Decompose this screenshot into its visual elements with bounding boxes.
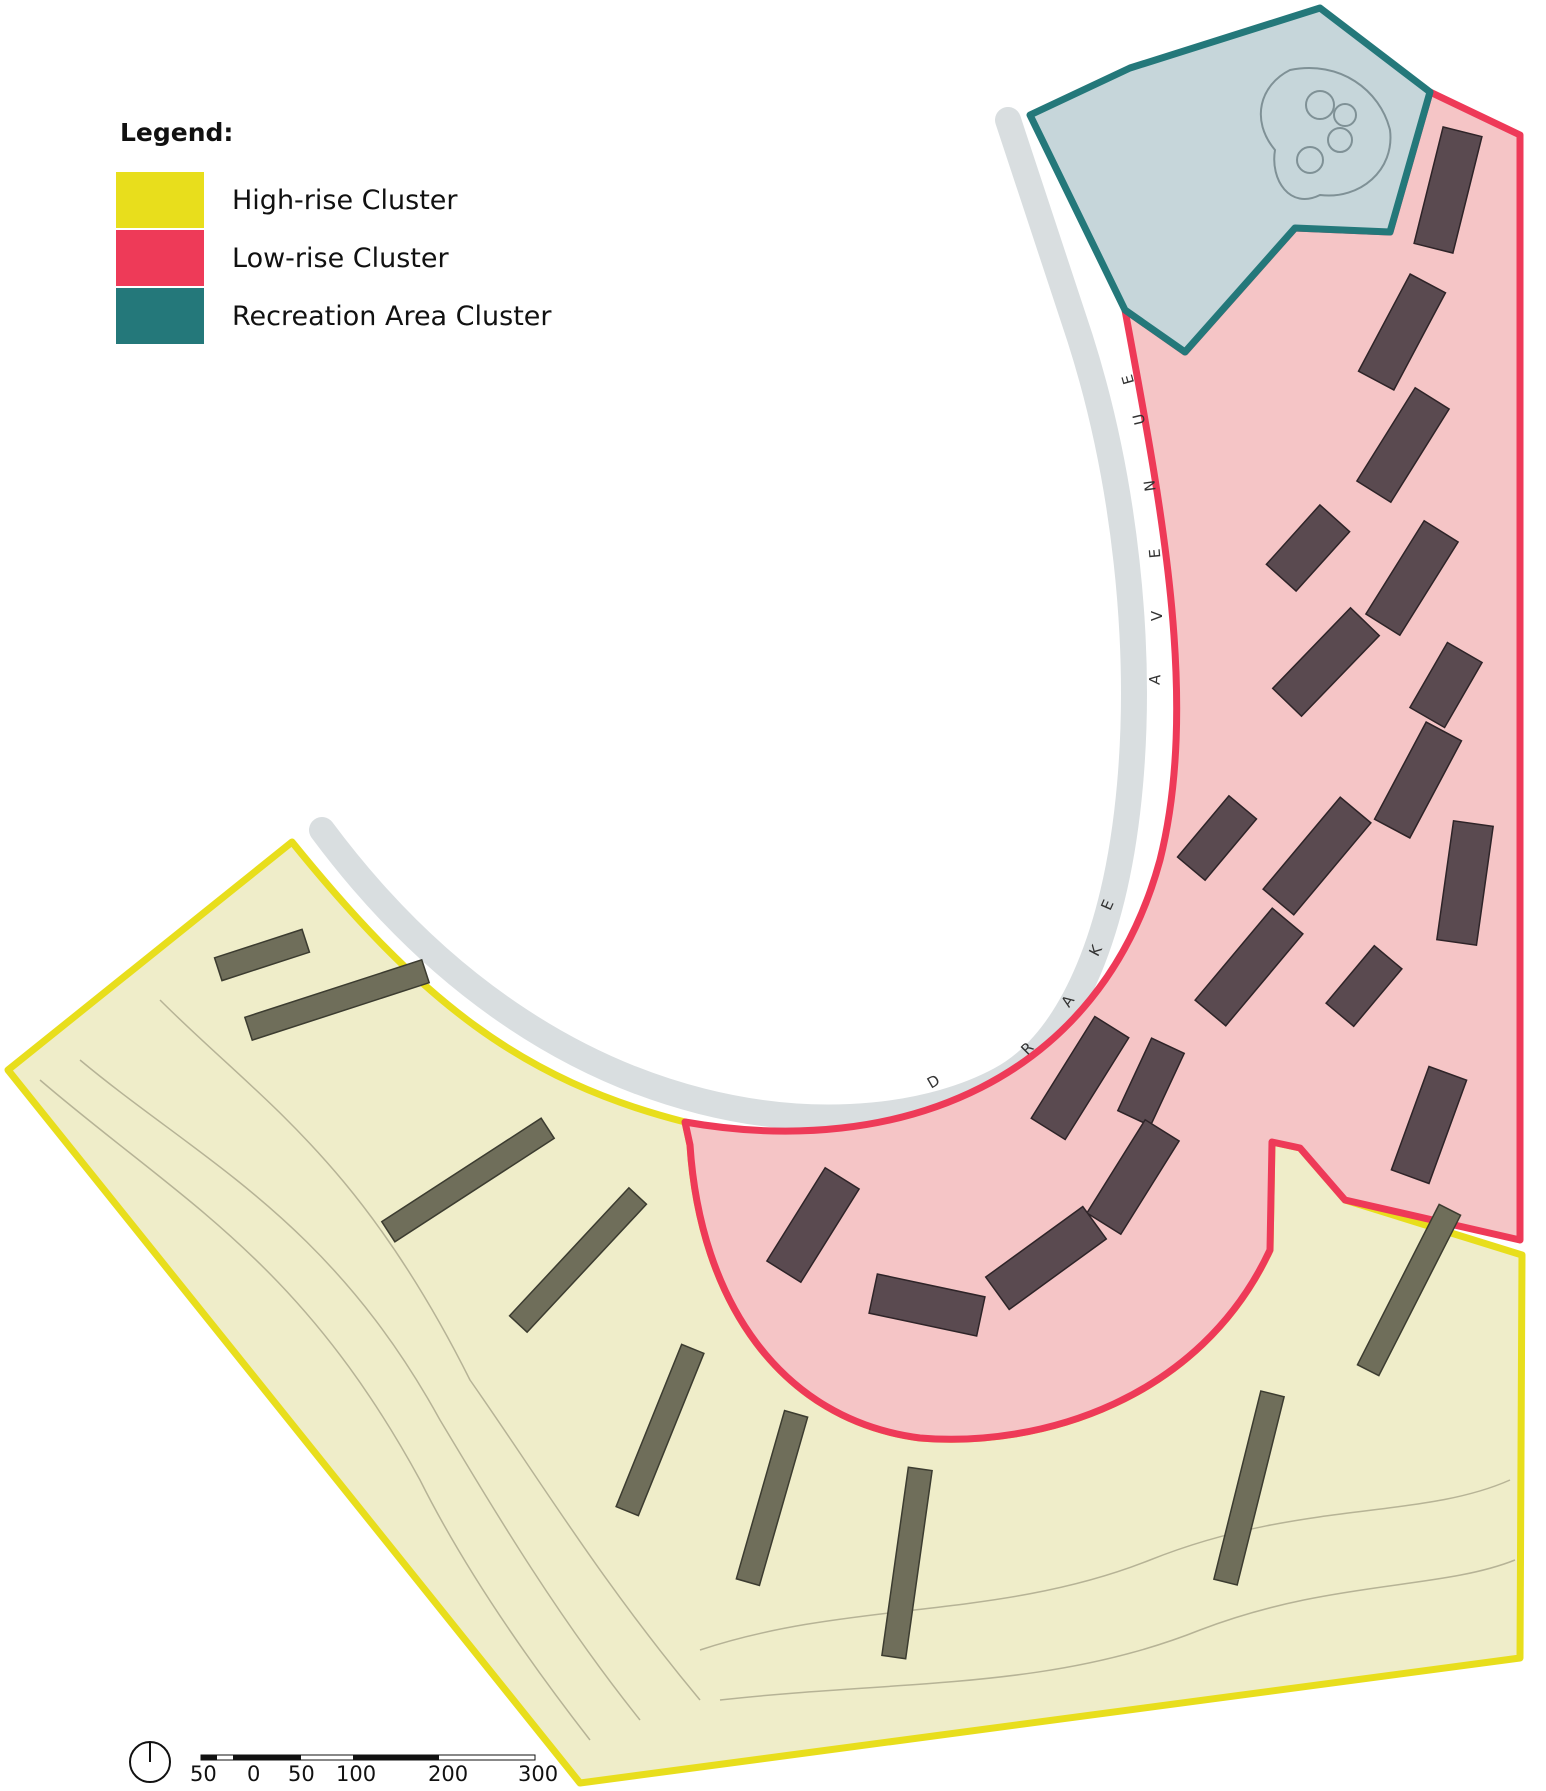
contour-lines bbox=[39, 999, 1516, 1741]
scale-label: 200 bbox=[428, 1762, 469, 1786]
legend-item-recreation: Recreation Area Cluster bbox=[116, 288, 552, 344]
low-rise-building bbox=[1413, 126, 1483, 254]
high-rise-building bbox=[735, 1409, 809, 1587]
low-rise-building bbox=[1265, 503, 1351, 593]
street-letter: D bbox=[924, 1071, 943, 1092]
low-rise-building bbox=[984, 1205, 1108, 1311]
low-rise-building bbox=[1357, 273, 1447, 391]
high-rise-building bbox=[881, 1466, 933, 1660]
low-rise-buildings bbox=[765, 126, 1495, 1337]
low-rise-building bbox=[1435, 819, 1495, 947]
low-rise-building bbox=[1364, 519, 1460, 637]
high-rise-building bbox=[380, 1117, 556, 1243]
high-rise-building bbox=[213, 928, 311, 982]
legend-swatch-low-rise bbox=[116, 230, 204, 286]
legend-item-low-rise: Low-rise Cluster bbox=[116, 230, 449, 286]
low-rise-building bbox=[765, 1166, 861, 1284]
low-rise-building bbox=[1408, 641, 1484, 729]
low-rise-building bbox=[1176, 794, 1258, 882]
low-rise-building bbox=[1271, 606, 1381, 718]
scale-bar bbox=[200, 1754, 536, 1761]
scale-label: 100 bbox=[336, 1762, 377, 1786]
scale-label: 50 bbox=[190, 1762, 217, 1786]
high-rise-building bbox=[243, 958, 431, 1042]
legend-label-high-rise: High-rise Cluster bbox=[232, 184, 458, 216]
legend-title: Legend: bbox=[120, 118, 234, 147]
high-rise-building bbox=[1356, 1203, 1462, 1377]
low-rise-building bbox=[1355, 386, 1451, 504]
low-rise-building bbox=[1373, 721, 1463, 839]
low-rise-building bbox=[1030, 1015, 1130, 1141]
street-letter: E bbox=[1146, 548, 1165, 559]
street-letter: N bbox=[1140, 479, 1159, 493]
legend-label-recreation: Recreation Area Cluster bbox=[232, 300, 552, 332]
scale-label: 300 bbox=[518, 1762, 559, 1786]
recreation-pond bbox=[1259, 67, 1392, 200]
street-letter: V bbox=[1148, 610, 1166, 621]
north-arrow-icon bbox=[129, 1741, 171, 1783]
low-rise-building bbox=[1194, 907, 1304, 1027]
high-rise-building bbox=[1212, 1390, 1286, 1586]
scale-label: 50 bbox=[288, 1762, 315, 1786]
low-rise-building bbox=[868, 1273, 986, 1337]
legend-label-low-rise: Low-rise Cluster bbox=[232, 242, 449, 274]
low-rise-building bbox=[1116, 1037, 1186, 1127]
street-letter: A bbox=[1146, 673, 1165, 686]
low-rise-cluster-area bbox=[681, 88, 1524, 1443]
legend-item-high-rise: High-rise Cluster bbox=[116, 172, 458, 228]
high-rise-building bbox=[615, 1343, 705, 1517]
legend-swatch-high-rise bbox=[116, 172, 204, 228]
legend-swatch-recreation bbox=[116, 288, 204, 344]
low-rise-building bbox=[1325, 944, 1403, 1028]
high-rise-building bbox=[508, 1186, 648, 1334]
high-rise-buildings bbox=[213, 928, 1462, 1660]
street-letter: U bbox=[1129, 412, 1149, 427]
low-rise-building bbox=[1262, 796, 1372, 916]
low-rise-building bbox=[1390, 1065, 1468, 1185]
low-rise-building bbox=[1085, 1118, 1181, 1236]
scale-label: 0 bbox=[247, 1762, 261, 1786]
